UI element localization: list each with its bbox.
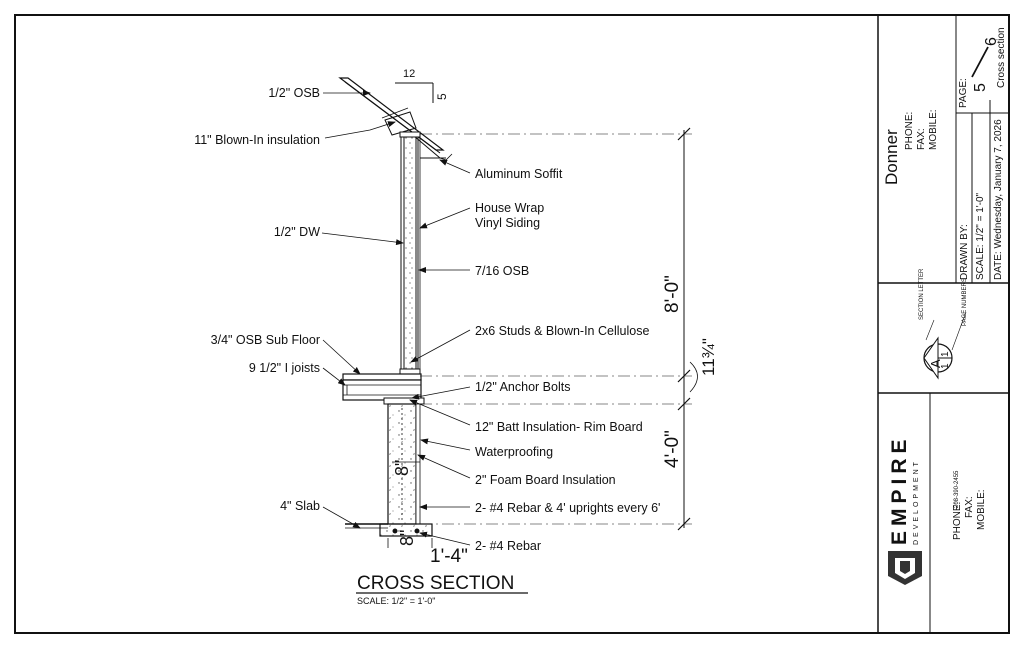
dim-floor-depth: 11¾"	[699, 338, 718, 376]
leader-foam	[417, 454, 471, 479]
sheet-border	[14, 14, 1010, 634]
client-mobile: MOBILE:	[928, 109, 939, 150]
label-blown-in: 11" Blown-In insulation	[194, 133, 320, 147]
label-house-wrap: House Wrap	[475, 201, 545, 215]
leader-lines	[321, 90, 471, 546]
roof-assembly	[338, 77, 453, 161]
leader-batt	[409, 399, 471, 426]
label-foam: 2" Foam Board Insulation	[475, 473, 616, 487]
drawn-by: DRAWN BY:	[959, 224, 970, 280]
label-dw: 1/2" DW	[273, 225, 320, 239]
dim-foundation-height: 4'-0"	[662, 430, 683, 468]
leader-anchor	[411, 386, 471, 400]
label-slab: 4" Slab	[280, 499, 320, 513]
dim-footing-width: 1'-4"	[430, 546, 468, 567]
label-osb-roof: 1/2" OSB	[268, 86, 320, 100]
section-letter-label: SECTION LETTER	[919, 268, 925, 320]
foundation	[345, 403, 433, 537]
drawing-scale: SCALE: 1/2" = 1'-0"	[357, 596, 436, 606]
wall-assembly	[399, 131, 421, 377]
label-vinyl: Vinyl Siding	[475, 216, 541, 230]
empire-logo-icon	[888, 551, 922, 585]
leader-studs	[410, 329, 471, 363]
label-rebar: 2- #4 Rebar	[475, 539, 542, 553]
company-fax: FAX:	[964, 496, 975, 518]
label-rebar-uprights: 2- #4 Rebar & 4' uprights every 6'	[475, 501, 661, 515]
leader-subfloor	[322, 339, 361, 375]
leader-dw	[321, 232, 404, 246]
leader-slab	[322, 506, 361, 529]
company-name: EMPIRE	[888, 434, 911, 545]
leader-waterproofing	[420, 438, 471, 451]
page-name: Cross section	[996, 27, 1007, 88]
marker-num-1: 1	[940, 351, 951, 357]
leader-soffit	[439, 159, 471, 174]
company-mobile: MOBILE:	[976, 489, 987, 530]
section-marker-symbol	[923, 311, 967, 380]
label-subfloor: 3/4" OSB Sub Floor	[210, 333, 320, 347]
client-fax: FAX:	[916, 128, 927, 150]
client-phone: PHONE:	[904, 111, 915, 150]
pitch-rise: 5	[435, 93, 449, 100]
page-number: 5	[972, 83, 989, 92]
label-studs: 2x6 Studs & Blown-In Cellulose	[475, 324, 650, 338]
leader-rebar	[419, 531, 471, 546]
dim-wall-height: 8'-0"	[662, 275, 683, 313]
page-label: PAGE:	[958, 78, 969, 108]
company-phone: 208-390-2455	[954, 470, 960, 508]
company-subtitle: DEVELOPMENT	[913, 459, 920, 545]
label-waterproofing: Waterproofing	[475, 445, 554, 459]
label-osb-wall: 7/16 OSB	[475, 264, 530, 278]
leader-ijoists	[322, 367, 346, 386]
label-anchor: 1/2" Anchor Bolts	[475, 380, 571, 394]
leader-house-wrap	[419, 207, 471, 229]
leader-blown-in	[324, 121, 396, 139]
label-soffit: Aluminum Soffit	[475, 167, 563, 181]
drawing-title: CROSS SECTION	[357, 573, 515, 594]
title-scale: SCALE: 1/2" = 1'-0"	[975, 192, 986, 280]
label-batt: 12" Batt Insulation- Rim Board	[475, 420, 643, 434]
page-numbers-label: PAGE NUMBERS	[962, 278, 968, 326]
page-slash	[971, 46, 989, 78]
floor-system	[342, 373, 425, 405]
pitch-run: 12	[403, 68, 416, 80]
title-date: DATE: Wednesday, January 7, 2026	[993, 119, 1004, 280]
dimension-lines	[387, 127, 698, 548]
dim-footing-height: 8"	[397, 529, 417, 546]
dim-wall-thickness: 8"	[392, 459, 412, 476]
pitch-indicator	[395, 82, 434, 103]
client-name: Donner	[882, 129, 901, 185]
label-ijoists: 9 1/2" I joists	[248, 361, 320, 375]
marker-num-2: 1	[940, 363, 951, 369]
